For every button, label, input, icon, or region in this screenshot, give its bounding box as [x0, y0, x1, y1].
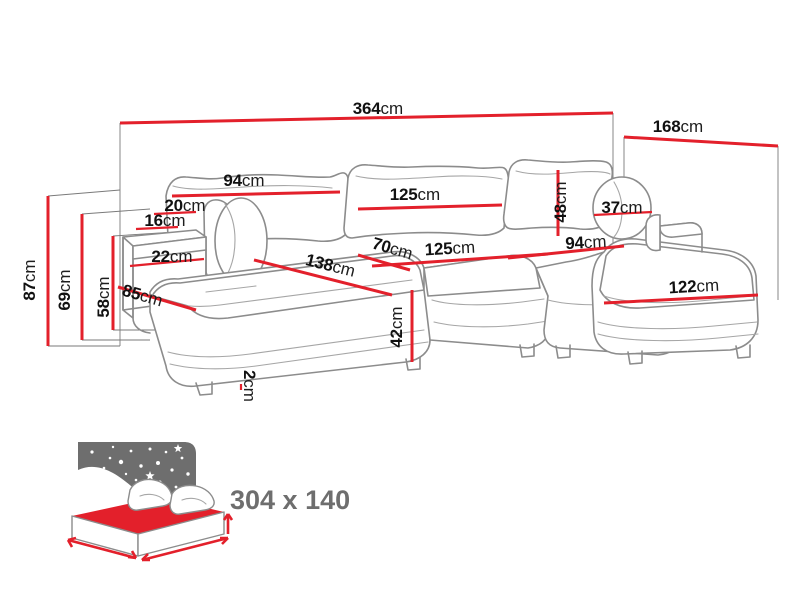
- bed-night-icon: 304 x 140: [66, 442, 350, 562]
- dim-label-armrest-inner-width: 16cm: [144, 211, 185, 230]
- dim-label-total-height: 87cm: [20, 259, 39, 300]
- dim-label-backrest-height: 69cm: [55, 269, 74, 310]
- dim-line-bolster-diameter: [593, 210, 653, 217]
- dim-line-chaise-seat-depth: [253, 258, 393, 297]
- dim-line-left-backrest-width: [171, 190, 341, 198]
- dim-label-bolster-diameter: 37cm: [601, 198, 642, 217]
- dim-line-total-width: [119, 111, 614, 125]
- dim-line-middle-backrest-width: [357, 203, 503, 211]
- dim-label-seat-height: 42cm: [387, 306, 406, 347]
- dim-line-armrest-top-width: [153, 210, 197, 216]
- dim-label-middle-seat-width: 125cm: [424, 238, 475, 260]
- dim-line-chaise-width: [603, 293, 759, 305]
- dim-line-armrest-depth: [129, 257, 205, 268]
- dim-label-armrest-height: 58cm: [94, 276, 113, 317]
- dimension-lines: [46, 111, 779, 390]
- dim-label-total-width: 364cm: [353, 99, 403, 118]
- sofa-illustration: [122, 159, 759, 396]
- dim-line-seat-depth: [357, 253, 411, 272]
- dim-label-chaise-width: 122cm: [668, 276, 719, 298]
- sleeping-area-label: 304 x 140: [230, 485, 350, 515]
- dim-label-right-backrest-width: 94cm: [565, 232, 607, 253]
- bed-width-arrow: [67, 538, 137, 560]
- dim-label-middle-backrest-width: 125cm: [390, 185, 440, 204]
- dim-line-armrest-outer-height: [117, 285, 197, 312]
- dim-label-left-backrest-width: 94cm: [223, 171, 264, 190]
- dim-label-leg-height: 2cm: [240, 370, 259, 402]
- bed-length-arrow: [141, 536, 229, 562]
- dim-line-total-depth: [623, 135, 779, 148]
- dim-line-armrest-inner-width: [135, 225, 179, 231]
- dim-label-total-depth: 168cm: [653, 117, 703, 136]
- dim-label-armrest-depth: 22cm: [151, 247, 192, 266]
- dim-line-right-backrest-width: [507, 244, 625, 260]
- dim-label-cushion-height: 48cm: [551, 181, 570, 222]
- dim-label-armrest-top-width: 20cm: [164, 196, 205, 215]
- dimension-labels: 364cm 168cm 87cm 69cm 58cm 94cm 20cm 16: [20, 99, 719, 401]
